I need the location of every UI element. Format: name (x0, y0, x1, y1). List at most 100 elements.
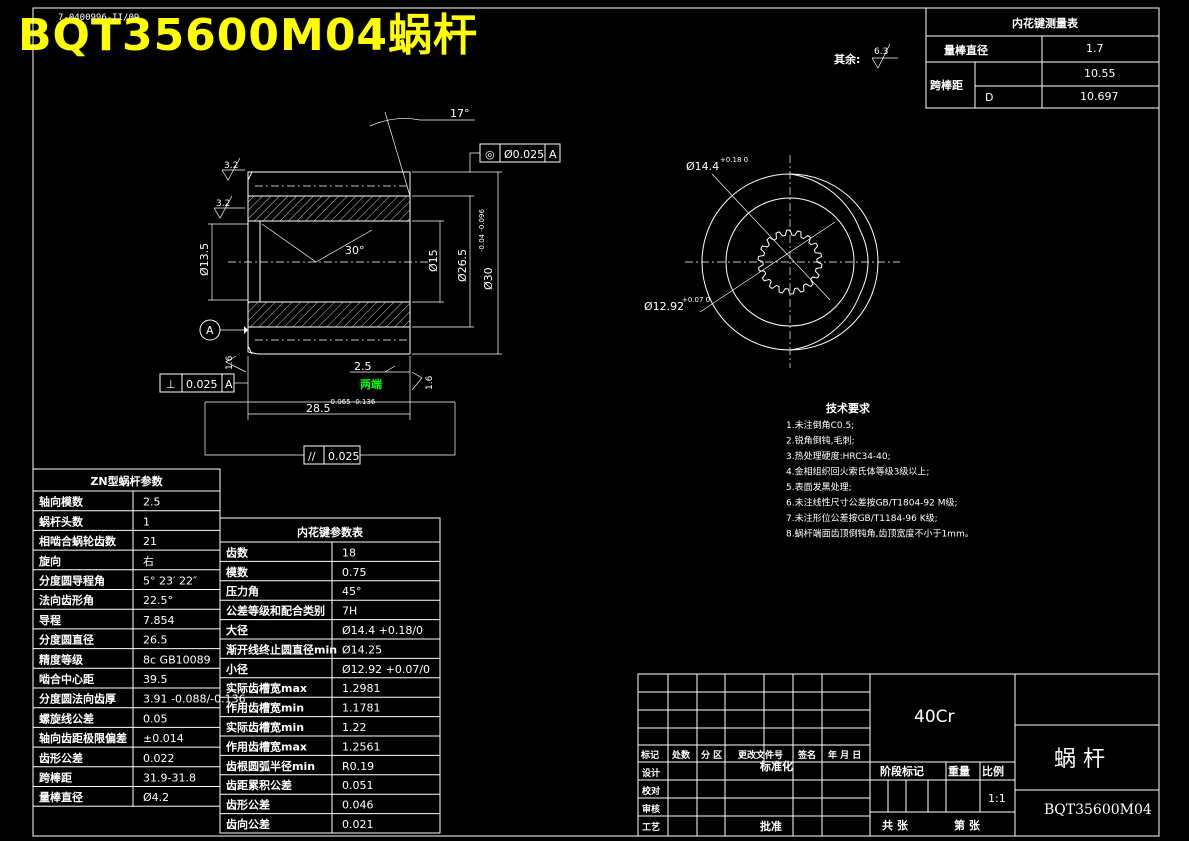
worm-param-value: 7.854 (143, 614, 175, 627)
spline-param-value: 0.75 (342, 566, 367, 579)
parallelism-value: 0.025 (328, 450, 360, 463)
worm-param-value: 右 (143, 554, 154, 568)
worm-param-value: Ø4.2 (143, 791, 169, 804)
roughness-3-2-a: 3.2 (224, 161, 238, 171)
datum-a-marker (199, 319, 248, 341)
scale-label: 比例 (982, 764, 1004, 778)
spline-end-view (685, 155, 900, 368)
spline-param-label: 大径 (226, 623, 248, 637)
dim-d30-tol: -0.04 -0.096 (478, 209, 486, 252)
worm-param-value: 2.5 (143, 496, 161, 509)
spline-param-label: 齿根圆弧半径min (226, 759, 315, 773)
worm-param-value: 21 (143, 535, 157, 548)
worm-param-value: 5° 23′ 22″ (143, 575, 197, 588)
tech-requirement-item: 7.未注形位公差按GB/T1184-96 K级; (786, 512, 938, 524)
spline-param-value: 0.051 (342, 779, 374, 792)
worm-param-title: ZN型蜗杆参数 (90, 474, 163, 488)
datum-a-label: A (206, 324, 214, 337)
worm-param-label: 啮合中心距 (39, 672, 94, 686)
dim-length: 28.5 (306, 402, 331, 415)
worm-param-label: 旋向 (38, 554, 61, 568)
dim-d30: Ø30 (482, 267, 495, 290)
spline-param-value: Ø12.92 +0.07/0 (342, 663, 430, 676)
spline-param-value: 0.021 (342, 818, 374, 831)
worm-param-label: 分度圆直径 (39, 633, 94, 647)
revision-header: 更改文件号 (738, 749, 783, 761)
sheet-number: 第 张 (954, 818, 981, 832)
worm-param-label: 精度等级 (39, 652, 84, 666)
worm-param-value: 0.05 (143, 712, 168, 725)
spline-param-value: Ø14.25 (342, 643, 382, 656)
both-ends-note: 两端 (360, 378, 382, 391)
approval-row-label: 校对 (642, 785, 660, 797)
spline-param-title: 内花键参数表 (297, 525, 364, 539)
parallelism-frame (303, 445, 361, 465)
worm-param-label: 法向齿形角 (39, 593, 94, 607)
worm-param-label: 蜗杆头数 (39, 514, 84, 528)
part-name: 蜗 杆 (1054, 747, 1105, 772)
spline-param-label: 齿数 (226, 545, 249, 559)
worm-param-value: ±0.014 (143, 732, 184, 745)
spline-param-value: 7H (342, 605, 357, 618)
spline-measure-span-label: 跨棒距 (930, 78, 963, 92)
scale-value: 1:1 (988, 792, 1006, 805)
dim-d15: Ø15 (427, 249, 440, 272)
dim-d12-92-tol: +0.07 0 (682, 296, 710, 304)
perpendicularity-datum: A (225, 378, 233, 391)
spline-measure-table (925, 7, 1160, 109)
worm-param-label: 齿形公差 (39, 751, 83, 765)
overlay-title: BQT35600M04蜗杆 (18, 10, 479, 61)
worm-param-label: 相啮合蜗轮齿数 (39, 534, 117, 548)
approval-row-label: 审核 (642, 803, 660, 815)
concentricity-datum: A (549, 148, 557, 161)
concentricity-symbol: ◎ (485, 148, 495, 161)
worm-param-label: 量棒直径 (39, 790, 83, 804)
dim-angle-30: 30° (345, 244, 365, 257)
spline-param-label: 齿向公差 (226, 817, 270, 831)
spline-param-value: 1.1781 (342, 702, 381, 715)
spline-param-label: 齿形公差 (226, 798, 270, 812)
worm-param-value: 39.5 (143, 673, 168, 686)
worm-param-value: 31.9-31.8 (143, 772, 196, 785)
concentricity-frame (469, 143, 561, 172)
dim-d13-5: Ø13.5 (198, 243, 211, 276)
spline-param-label: 小径 (225, 662, 248, 676)
spline-measure-title: 内花键测量表 (1012, 16, 1079, 30)
worm-param-label: 分度圆法向齿厚 (39, 692, 116, 706)
spline-param-label: 实际齿槽宽min (226, 720, 304, 734)
dim-d14-4-tol: +0.18 0 (720, 156, 748, 164)
spline-param-label: 齿距累积公差 (226, 778, 292, 792)
spline-measure-d-label: D (985, 91, 993, 104)
material-label: 40Cr (914, 707, 955, 727)
revision-header: 分 区 (701, 749, 722, 761)
tech-requirement-item: 5.表面发黑处理; (786, 481, 852, 493)
spline-param-value: 18 (342, 546, 356, 559)
roughness-1-6-b: 1.6 (425, 375, 435, 390)
roughness-1-6-a: 1.6 (225, 355, 235, 370)
spline-param-label: 渐开线终止圆直径min (226, 642, 337, 656)
parallelism-symbol: // (308, 450, 316, 463)
spline-param-value: 1.22 (342, 721, 367, 734)
hatch-top (247, 195, 411, 222)
dim-angle-17: 17° (450, 107, 470, 120)
revision-header: 年 月 日 (828, 749, 861, 761)
worm-section-view (204, 111, 502, 456)
worm-param-value: 8c GB10089 (143, 653, 211, 666)
standardize-label: 标准化 (759, 759, 793, 773)
tech-requirement-item: 2.锐角倒钝,毛刺; (786, 435, 854, 447)
title-block: 标记处数分 区更改文件号签名年 月 日设计校对审核工艺 (637, 673, 1160, 837)
revision-header: 标记 (640, 749, 659, 761)
drawing-border (32, 7, 1160, 837)
tech-requirements-list: 1.未注倒角C0.5;2.锐角倒钝,毛刺;3.热处理硬度:HRC34-40;4.… (786, 419, 974, 540)
roughness-rest-value: 6.3 (874, 47, 888, 57)
tech-requirement-item: 6.未注线性尺寸公差按GB/T1804-92 M级; (786, 497, 958, 509)
drawing-number: 7-0400996-II/09 (58, 13, 140, 23)
hatch-bottom (247, 301, 411, 328)
tech-requirements-title: 技术要求 (826, 401, 871, 415)
perpendicularity-value: 0.025 (186, 378, 218, 391)
dim-length-tol: -0.065 -0.136 (328, 398, 376, 406)
spline-measure-rod-label: 量棒直径 (944, 43, 988, 57)
tech-requirement-item: 4.金相组织回火索氏体等级3级以上; (786, 466, 929, 478)
worm-param-label: 导程 (39, 613, 61, 627)
worm-param-label: 轴向齿距极限偏差 (39, 731, 127, 745)
